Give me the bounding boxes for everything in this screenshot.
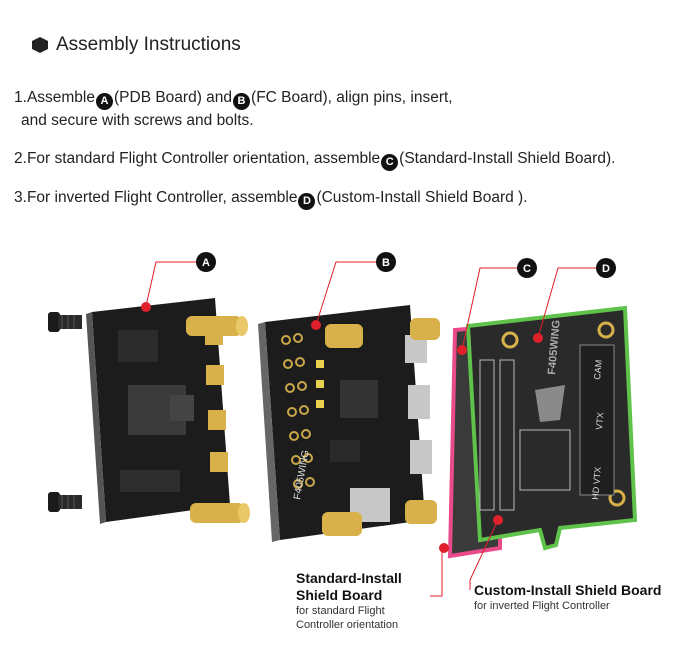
step-text: (PDB Board) and [114, 89, 233, 106]
shield-label-hdvtx: HD VTX [590, 466, 603, 500]
step-3: 3.For inverted Flight Controller, assemb… [14, 187, 528, 210]
step-number: 3. [14, 189, 27, 206]
hexagon-icon [32, 37, 48, 53]
standoff-pdb-bottom [190, 503, 250, 523]
step-text: (Standard-Install Shield Board). [399, 150, 616, 167]
badge-b: B [233, 93, 251, 110]
caption-title-line2: Shield Board [296, 587, 383, 603]
heading-text: Assembly Instructions [56, 34, 241, 55]
step-2: 2.For standard Flight Controller orienta… [14, 148, 615, 171]
caption-title-line1: Standard-Install [296, 570, 402, 586]
step-text: Assemble [26, 89, 95, 106]
custom-shield-caption: Custom-Install Shield Board for inverted… [474, 582, 661, 613]
badge-c: C [381, 154, 399, 171]
callout-c: C [517, 258, 537, 278]
fc-board: F405WING [258, 305, 432, 542]
caption-title: Custom-Install Shield Board [474, 582, 662, 598]
svg-text:C: C [523, 263, 531, 275]
step-text: For standard Flight Controller orientati… [26, 150, 381, 167]
caption-sub-line1: for standard Flight [296, 605, 385, 617]
svg-text:D: D [602, 263, 610, 275]
custom-shield-board: CAM VTX HD VTX F405WING [465, 305, 638, 551]
shield-label-brand: F405WING [546, 319, 563, 375]
step-number: 1. [14, 89, 27, 106]
standard-shield-caption: Standard-Install Shield Board for standa… [296, 570, 402, 632]
callout-leader-lines [145, 261, 597, 597]
badge-a: A [96, 93, 113, 110]
step-text: (FC Board), align pins, insert, [251, 89, 453, 106]
callout-d: D [596, 258, 616, 278]
callout-a: A [196, 252, 216, 272]
screw-top [48, 312, 82, 332]
step-number: 2. [14, 150, 27, 167]
section-heading: Assembly Instructions [32, 34, 241, 56]
svg-text:B: B [382, 257, 390, 269]
step-text-line2: and secure with screws and bolts. [21, 112, 254, 129]
svg-text:A: A [202, 257, 210, 269]
standoff-pdb-top [186, 316, 248, 336]
step-text: (Custom-Install Shield Board ). [316, 189, 528, 206]
shield-label-vtx: VTX [594, 412, 605, 430]
standoff-fc-top [325, 318, 440, 348]
standoff-fc-bottom [322, 500, 437, 536]
callout-dots [141, 302, 543, 553]
screw-bottom [48, 492, 82, 512]
badge-d: D [298, 193, 316, 210]
shield-label-cam: CAM [592, 359, 604, 380]
step-text: For inverted Flight Controller, assemble [26, 189, 298, 206]
caption-sub: for inverted Flight Controller [474, 600, 610, 612]
caption-sub-line2: Controller orientation [296, 619, 399, 631]
callout-b: B [376, 252, 396, 272]
pdb-board [86, 298, 230, 524]
